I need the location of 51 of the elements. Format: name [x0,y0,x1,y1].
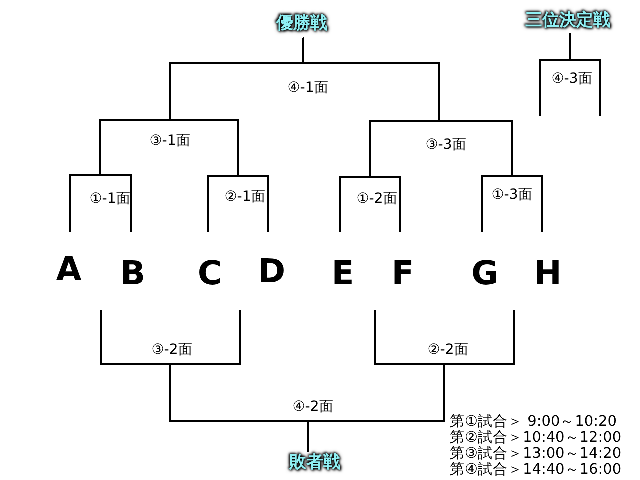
bracket-line [370,176,401,232]
match-label: ④-2面 [292,400,334,414]
bracket-line [539,59,570,116]
match-label: ①-3面 [492,188,532,202]
match-label: ①-1面 [90,192,130,206]
match-label: ③-3面 [426,138,466,152]
bracket-line [69,174,100,232]
bracket-line [238,175,269,232]
schedule-line: 第③試合＞13:00～14:20 [450,446,622,462]
bracket-line [302,37,304,63]
bracket-line [207,175,238,232]
team-letter: C [198,256,222,290]
bracket-line [369,120,439,177]
match-label: ③-2面 [152,343,192,357]
team-letter: G [471,256,499,290]
match-label: ②-1面 [224,190,266,204]
bracket-line [170,310,241,365]
bracket-line [444,310,515,365]
bracket-line [100,119,170,175]
bracket-line [570,59,601,116]
bracket-line [481,175,512,232]
schedule-line: 第①試合＞ 9:00～10:20 [450,414,617,430]
bracket-line [100,310,170,365]
bracket-line [308,421,310,452]
bracket-line [304,62,440,121]
bracket-line [439,120,513,176]
bracket-line [569,32,571,60]
bracket-line [169,62,304,120]
schedule-line: 第②試合＞10:40～12:00 [450,430,622,446]
bracket-line [308,364,446,422]
bracket-line [512,175,543,232]
match-label: ①-2面 [356,192,398,206]
team-letter: F [392,256,414,290]
bracket-line [374,310,444,365]
match-label: ④-3面 [552,72,592,86]
match-label: ③-1面 [150,134,190,148]
match-label: ②-2面 [428,343,468,357]
bracket-line [100,174,132,232]
team-letter: H [534,256,562,290]
bracket-line [170,364,308,422]
round-title: 敗者戦 [290,454,340,472]
schedule-line: 第④試合＞14:40～16:00 [450,462,622,478]
team-letter: A [56,252,82,286]
bracket-line [170,119,239,176]
match-label: ④-1面 [288,81,328,95]
round-title: 優勝戦 [276,16,328,32]
team-letter: E [332,256,354,290]
team-letter: B [120,256,146,290]
team-letter: D [258,254,286,288]
round-title: 三位決定戦 [526,12,610,30]
bracket-line [339,176,370,232]
